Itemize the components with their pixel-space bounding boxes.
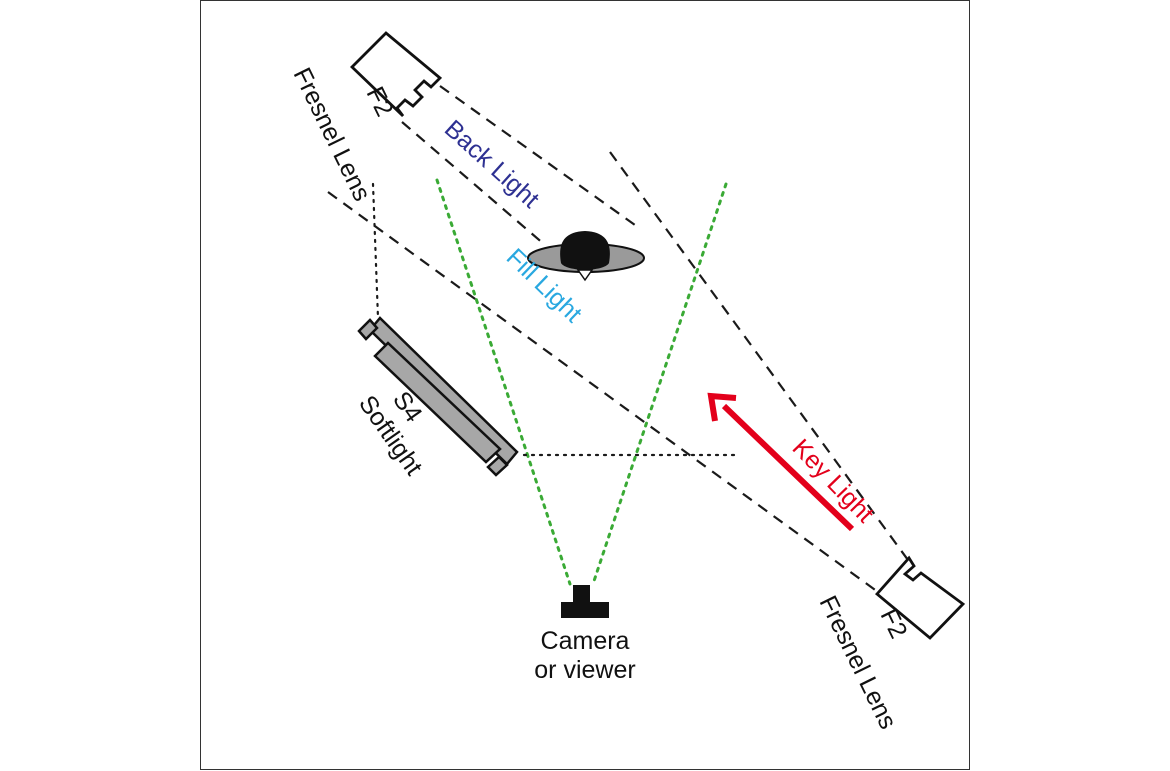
subject-head [560, 231, 610, 270]
back-beam-upper [439, 85, 636, 226]
fresnel-light-icon [350, 31, 443, 118]
back-beam-lower [401, 121, 546, 246]
subject-head-icon [527, 231, 645, 282]
fresnel-light-icon [874, 555, 966, 640]
camera-icon [561, 585, 609, 618]
camera-view-right [591, 182, 728, 586]
camera-label-line2: or viewer [534, 656, 635, 684]
key-arrow-head [707, 392, 737, 422]
subject-nose [576, 269, 594, 282]
camera-label-line1: Camera [541, 627, 630, 655]
fresnel-callout-line [371, 182, 380, 320]
reference-lines [371, 182, 740, 457]
key-arrow-shaft [721, 403, 855, 532]
bottom-fixture-body [874, 555, 966, 640]
camera-top [573, 585, 590, 603]
camera-body [561, 602, 609, 618]
camera-view-lines [435, 178, 728, 586]
key-beam-upper [609, 151, 909, 561]
diagram-frame [200, 0, 970, 770]
arrow-icon [707, 392, 855, 532]
softlight-diffuser [373, 341, 502, 464]
camera-view-left [435, 178, 572, 586]
softlight-panel-icon [357, 316, 519, 477]
top-fixture-body [350, 31, 443, 118]
softlight-foot-bottom [486, 455, 509, 477]
light-beams [327, 85, 909, 593]
softlight-foot-top [357, 318, 379, 341]
